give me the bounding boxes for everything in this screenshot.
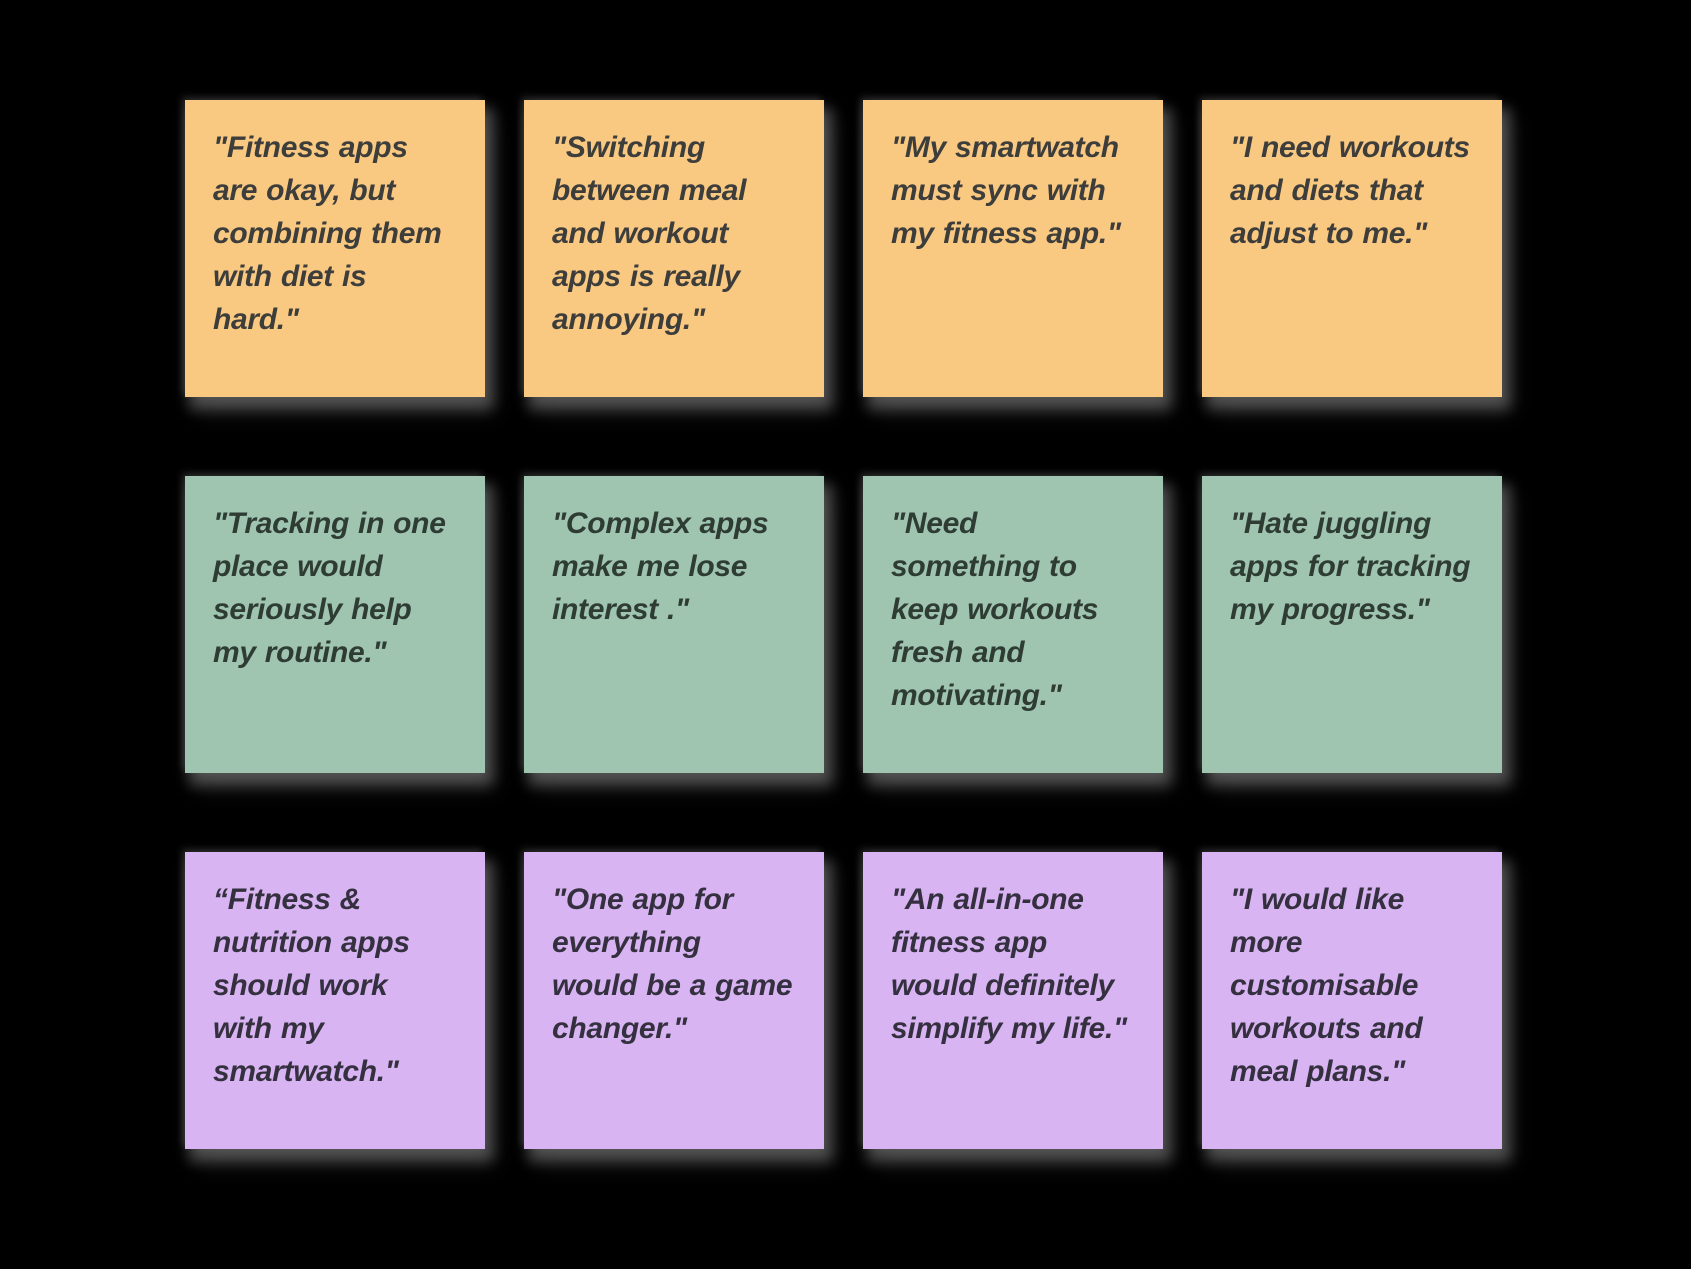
sticky-note-text: "Need something to keep workouts fresh a… [891,507,1099,712]
sticky-note-text: "Tracking in one place would seriously h… [213,507,446,669]
sticky-note[interactable]: "Fitness apps are okay, but combining th… [185,100,485,397]
sticky-notes-grid: "Fitness apps are okay, but combining th… [185,100,1502,1149]
sticky-note-text: "I would like more customisable workouts… [1230,883,1423,1088]
sticky-note[interactable]: "One app for everything would be a game … [524,852,824,1149]
sticky-note-text: "Fitness apps are okay, but combining th… [213,131,442,336]
sticky-note-text: "I need workouts and diets that adjust t… [1230,131,1470,250]
sticky-note[interactable]: “Fitness & nutrition apps should work wi… [185,852,485,1149]
sticky-note[interactable]: "Tracking in one place would seriously h… [185,476,485,773]
sticky-note-text: "My smartwatch must sync with my fitness… [891,131,1121,250]
sticky-note-text: "One app for everything would be a game … [552,883,793,1045]
sticky-note[interactable]: "Need something to keep workouts fresh a… [863,476,1163,773]
sticky-note[interactable]: "I need workouts and diets that adjust t… [1202,100,1502,397]
sticky-note[interactable]: "My smartwatch must sync with my fitness… [863,100,1163,397]
sticky-note-text: “Fitness & nutrition apps should work wi… [213,883,410,1088]
sticky-note-text: "Switching between meal and workout apps… [552,131,747,336]
sticky-note[interactable]: "Complex apps make me lose interest ." [524,476,824,773]
sticky-note-text: "Complex apps make me lose interest ." [552,507,769,626]
sticky-note[interactable]: "An all-in-one fitness app would definit… [863,852,1163,1149]
sticky-note[interactable]: "Switching between meal and workout apps… [524,100,824,397]
sticky-note[interactable]: "I would like more customisable workouts… [1202,852,1502,1149]
sticky-note-text: "Hate juggling apps for tracking my prog… [1230,507,1471,626]
sticky-note-text: "An all-in-one fitness app would definit… [891,883,1127,1045]
sticky-note[interactable]: "Hate juggling apps for tracking my prog… [1202,476,1502,773]
